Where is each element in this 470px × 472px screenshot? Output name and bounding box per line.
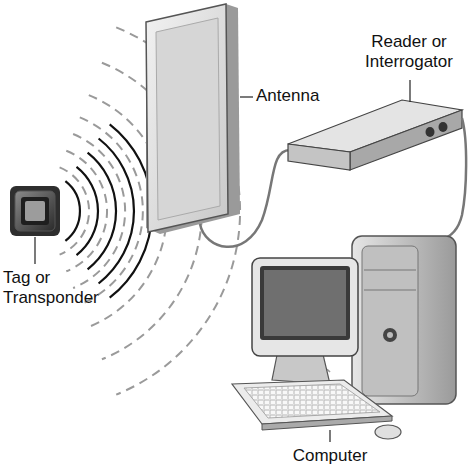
wave-arc [66, 151, 107, 272]
wave-arc [80, 117, 143, 304]
tag-label: Tag or Transponder [3, 268, 113, 308]
reader-box [288, 100, 462, 170]
leader-line [409, 80, 410, 102]
wave-arc [65, 181, 80, 241]
computer [232, 236, 456, 439]
wave-arc [60, 167, 89, 254]
antenna-label: Antenna [256, 86, 346, 106]
wave-arc [99, 139, 134, 284]
reader-label: Reader or Interrogator [352, 32, 466, 72]
leader-line [240, 96, 253, 97]
antenna-panel [146, 4, 240, 234]
wave-arc [88, 153, 116, 270]
leader-line [34, 237, 35, 264]
cable [200, 150, 290, 247]
wave-arc [110, 124, 152, 297]
tag-chip [10, 186, 60, 236]
leader-line [329, 430, 330, 442]
computer-label: Computer [270, 446, 390, 466]
cable [440, 118, 466, 240]
wave-arc [77, 167, 98, 255]
